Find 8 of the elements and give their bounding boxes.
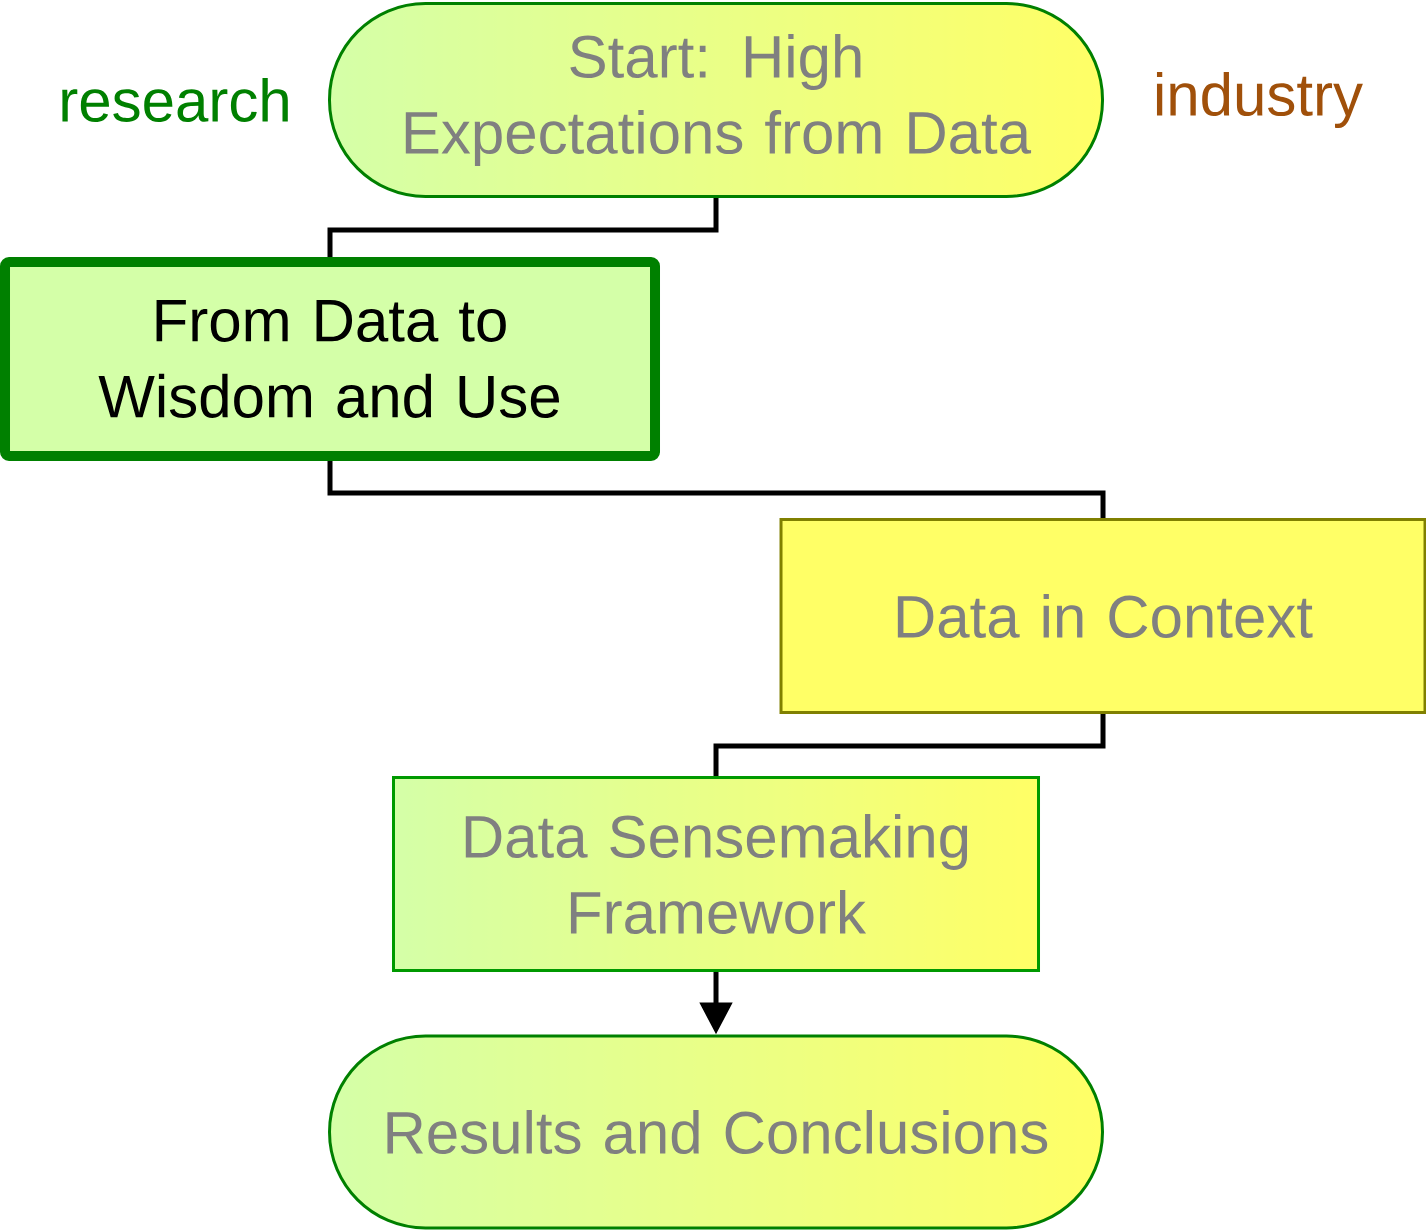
connector	[713, 714, 1106, 776]
connector	[327, 198, 719, 257]
connector	[327, 461, 1106, 518]
side-label: research	[62, 77, 288, 123]
process-box: Data Sensemaking Framework	[392, 776, 1040, 972]
side-label: industry	[1156, 72, 1363, 128]
process-box: Data in Context	[779, 518, 1426, 714]
process-box: From Data to Wisdom and Use	[0, 257, 660, 461]
